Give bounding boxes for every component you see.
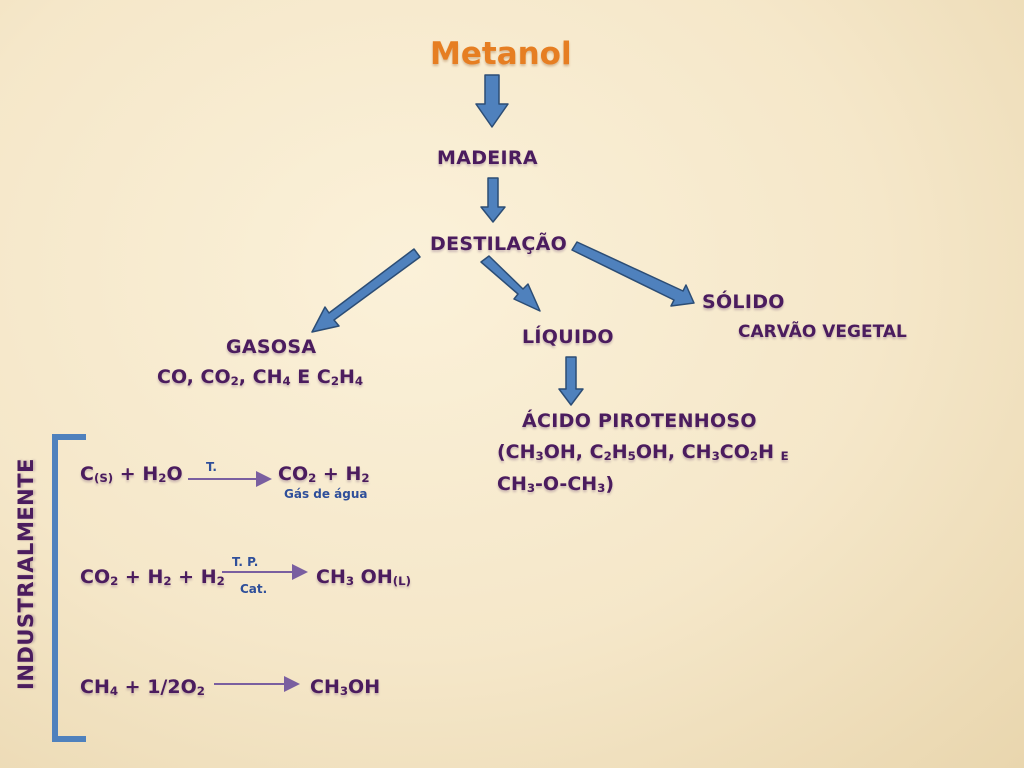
formula-text: OH, C [543,441,604,463]
formula-subscript: 5 [627,448,636,463]
formula-subscript: (S) [93,470,114,485]
reaction-3-products: CH3OH [310,676,380,698]
gasosa-formula: CO, CO2, CH4 E C2H4 [157,366,363,388]
formula-subscript: 2 [603,448,612,463]
formula-text: CH [497,473,527,495]
formula-text: CO, CO [157,366,231,388]
reaction-3-reactants: CH4 + 1/2O2 [80,676,205,698]
arrow-title-to-madeira [475,74,509,128]
formula-text: CH [316,566,346,588]
formula-text: CO [719,441,750,463]
formula-subscript: 2 [158,470,167,485]
formula-subscript: 2 [361,470,370,485]
formula-text: + 1/2O [118,676,197,698]
formula-text: -O-CH [535,473,598,495]
arrow-madeira-to-destilacao [480,177,506,223]
formula-text: E C [290,366,331,388]
reaction-2-condition-top: T. P. [232,555,259,569]
formula-subscript: 2 [196,683,205,698]
node-destilacao: DESTILAÇÃO [430,233,568,255]
formula-subscript: 4 [109,683,119,698]
reaction-1-reactants: C(S) + H2O [80,463,183,485]
formula-text: CO [278,463,309,485]
formula-text: H [339,366,355,388]
formula-text: + H [118,566,164,588]
reaction-1-condition-top: T. [206,460,217,474]
reaction-2-condition-bottom: Cat. [240,582,268,596]
formula-text: H [611,441,628,463]
formula-subscript: 2 [230,373,239,388]
formula-subscript: 2 [216,573,225,588]
formula-subscript: 3 [339,683,349,698]
formula-subscript: 3 [345,573,355,588]
formula-text: ) [605,473,615,495]
arrow-destilacao-to-gasosa [311,248,421,333]
reaction-1-products: CO2 + H2 [278,463,370,485]
formula-subscript: 2 [110,573,119,588]
formula-text: O [166,463,183,485]
formula-subscript: E [780,448,789,463]
formula-subscript: 3 [597,480,606,495]
formula-subscript: 2 [163,573,172,588]
formula-text: (CH [497,441,536,463]
formula-text: H [758,441,781,463]
formula-text: OH [354,566,393,588]
formula-subscript: 2 [308,470,317,485]
reaction-2-reactants: CO2 + H2 + H2 [80,566,225,588]
arrow-liquido-to-acido [558,356,584,406]
formula-text: , CH [238,366,283,388]
formula-subscript: (L) [392,573,411,588]
arrow-destilacao-to-solido [571,241,695,307]
formula-text: + H [316,463,362,485]
node-acido-pirotenhoso: ÁCIDO PIROTENHOSO [522,410,757,432]
industrialmente-label: INDUSTRIALMENTE [14,458,38,690]
node-solido: SÓLIDO [702,291,785,313]
acido-formula-line2: CH3-O-CH3) [497,473,614,495]
formula-subscript: 3 [535,448,544,463]
diagram-title: Metanol [430,36,572,72]
formula-subscript: 4 [282,373,291,388]
formula-text: CH [310,676,340,698]
formula-text: + H [113,463,159,485]
formula-subscript: 3 [526,480,536,495]
node-gasosa: GASOSA [226,336,317,358]
formula-subscript: 4 [354,373,364,388]
formula-subscript: 2 [330,373,340,388]
industrial-bracket [52,434,86,742]
formula-subscript: 2 [749,448,759,463]
formula-text: OH [348,676,381,698]
arrow-destilacao-to-liquido [480,255,541,312]
node-liquido: LÍQUIDO [522,326,614,348]
formula-subscript: 3 [711,448,720,463]
formula-text: CH [80,676,110,698]
acido-formula-line1: (CH3OH, C2H5OH, CH3CO2H E [497,441,789,463]
node-madeira: MADEIRA [437,147,538,169]
formula-text: OH, CH [635,441,712,463]
node-carvao-vegetal: CARVÃO VEGETAL [738,322,907,342]
formula-text: CO [80,566,111,588]
reaction-2-products: CH3 OH(L) [316,566,411,588]
formula-text: C [80,463,94,485]
formula-text: + H [171,566,217,588]
reaction-1-condition-bottom: Gás de água [284,487,368,501]
